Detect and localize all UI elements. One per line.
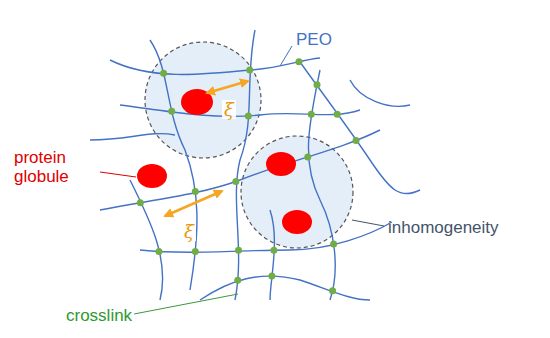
polymer-label: PEO: [296, 30, 332, 49]
mesh-size-symbol: ξ: [182, 222, 196, 241]
crosslink-dot: [168, 108, 175, 115]
peo-chains: [90, 30, 420, 300]
crosslink-dot: [329, 287, 336, 294]
crosslink-dot: [246, 67, 253, 74]
region-label: inhomogeneity: [388, 218, 499, 237]
crosslink-dot: [304, 153, 311, 160]
protein-label: protein globule: [14, 148, 94, 186]
protein-globules: [137, 89, 312, 234]
crosslink-dots: [137, 58, 360, 294]
crosslink-label: crosslink: [66, 306, 132, 325]
inhomogeneity-region: [241, 136, 353, 248]
crosslink-dot: [155, 248, 162, 255]
crosslink-dot: [270, 247, 277, 254]
leader-lines: [100, 46, 384, 314]
crosslink-dot: [192, 188, 199, 195]
crosslink-dot: [314, 81, 321, 88]
mesh-size-symbol: ξ: [222, 100, 236, 119]
crosslink-dot: [245, 112, 252, 119]
crosslink-dot: [235, 247, 242, 254]
crosslink-dot: [160, 70, 167, 77]
inhomogeneity-region: [145, 42, 261, 158]
crosslink-dot: [334, 111, 341, 118]
crosslink-dot: [330, 240, 337, 247]
crosslink-dot: [268, 273, 275, 280]
crosslink-dot: [295, 58, 302, 65]
crosslink-dot: [234, 277, 241, 284]
mesh-size-arrows: [165, 81, 248, 216]
crosslink-dot: [192, 248, 199, 255]
crosslink-dot: [353, 137, 360, 144]
crosslink-dot: [308, 111, 315, 118]
crosslink-dot: [232, 178, 239, 185]
crosslink-dot: [137, 199, 144, 206]
